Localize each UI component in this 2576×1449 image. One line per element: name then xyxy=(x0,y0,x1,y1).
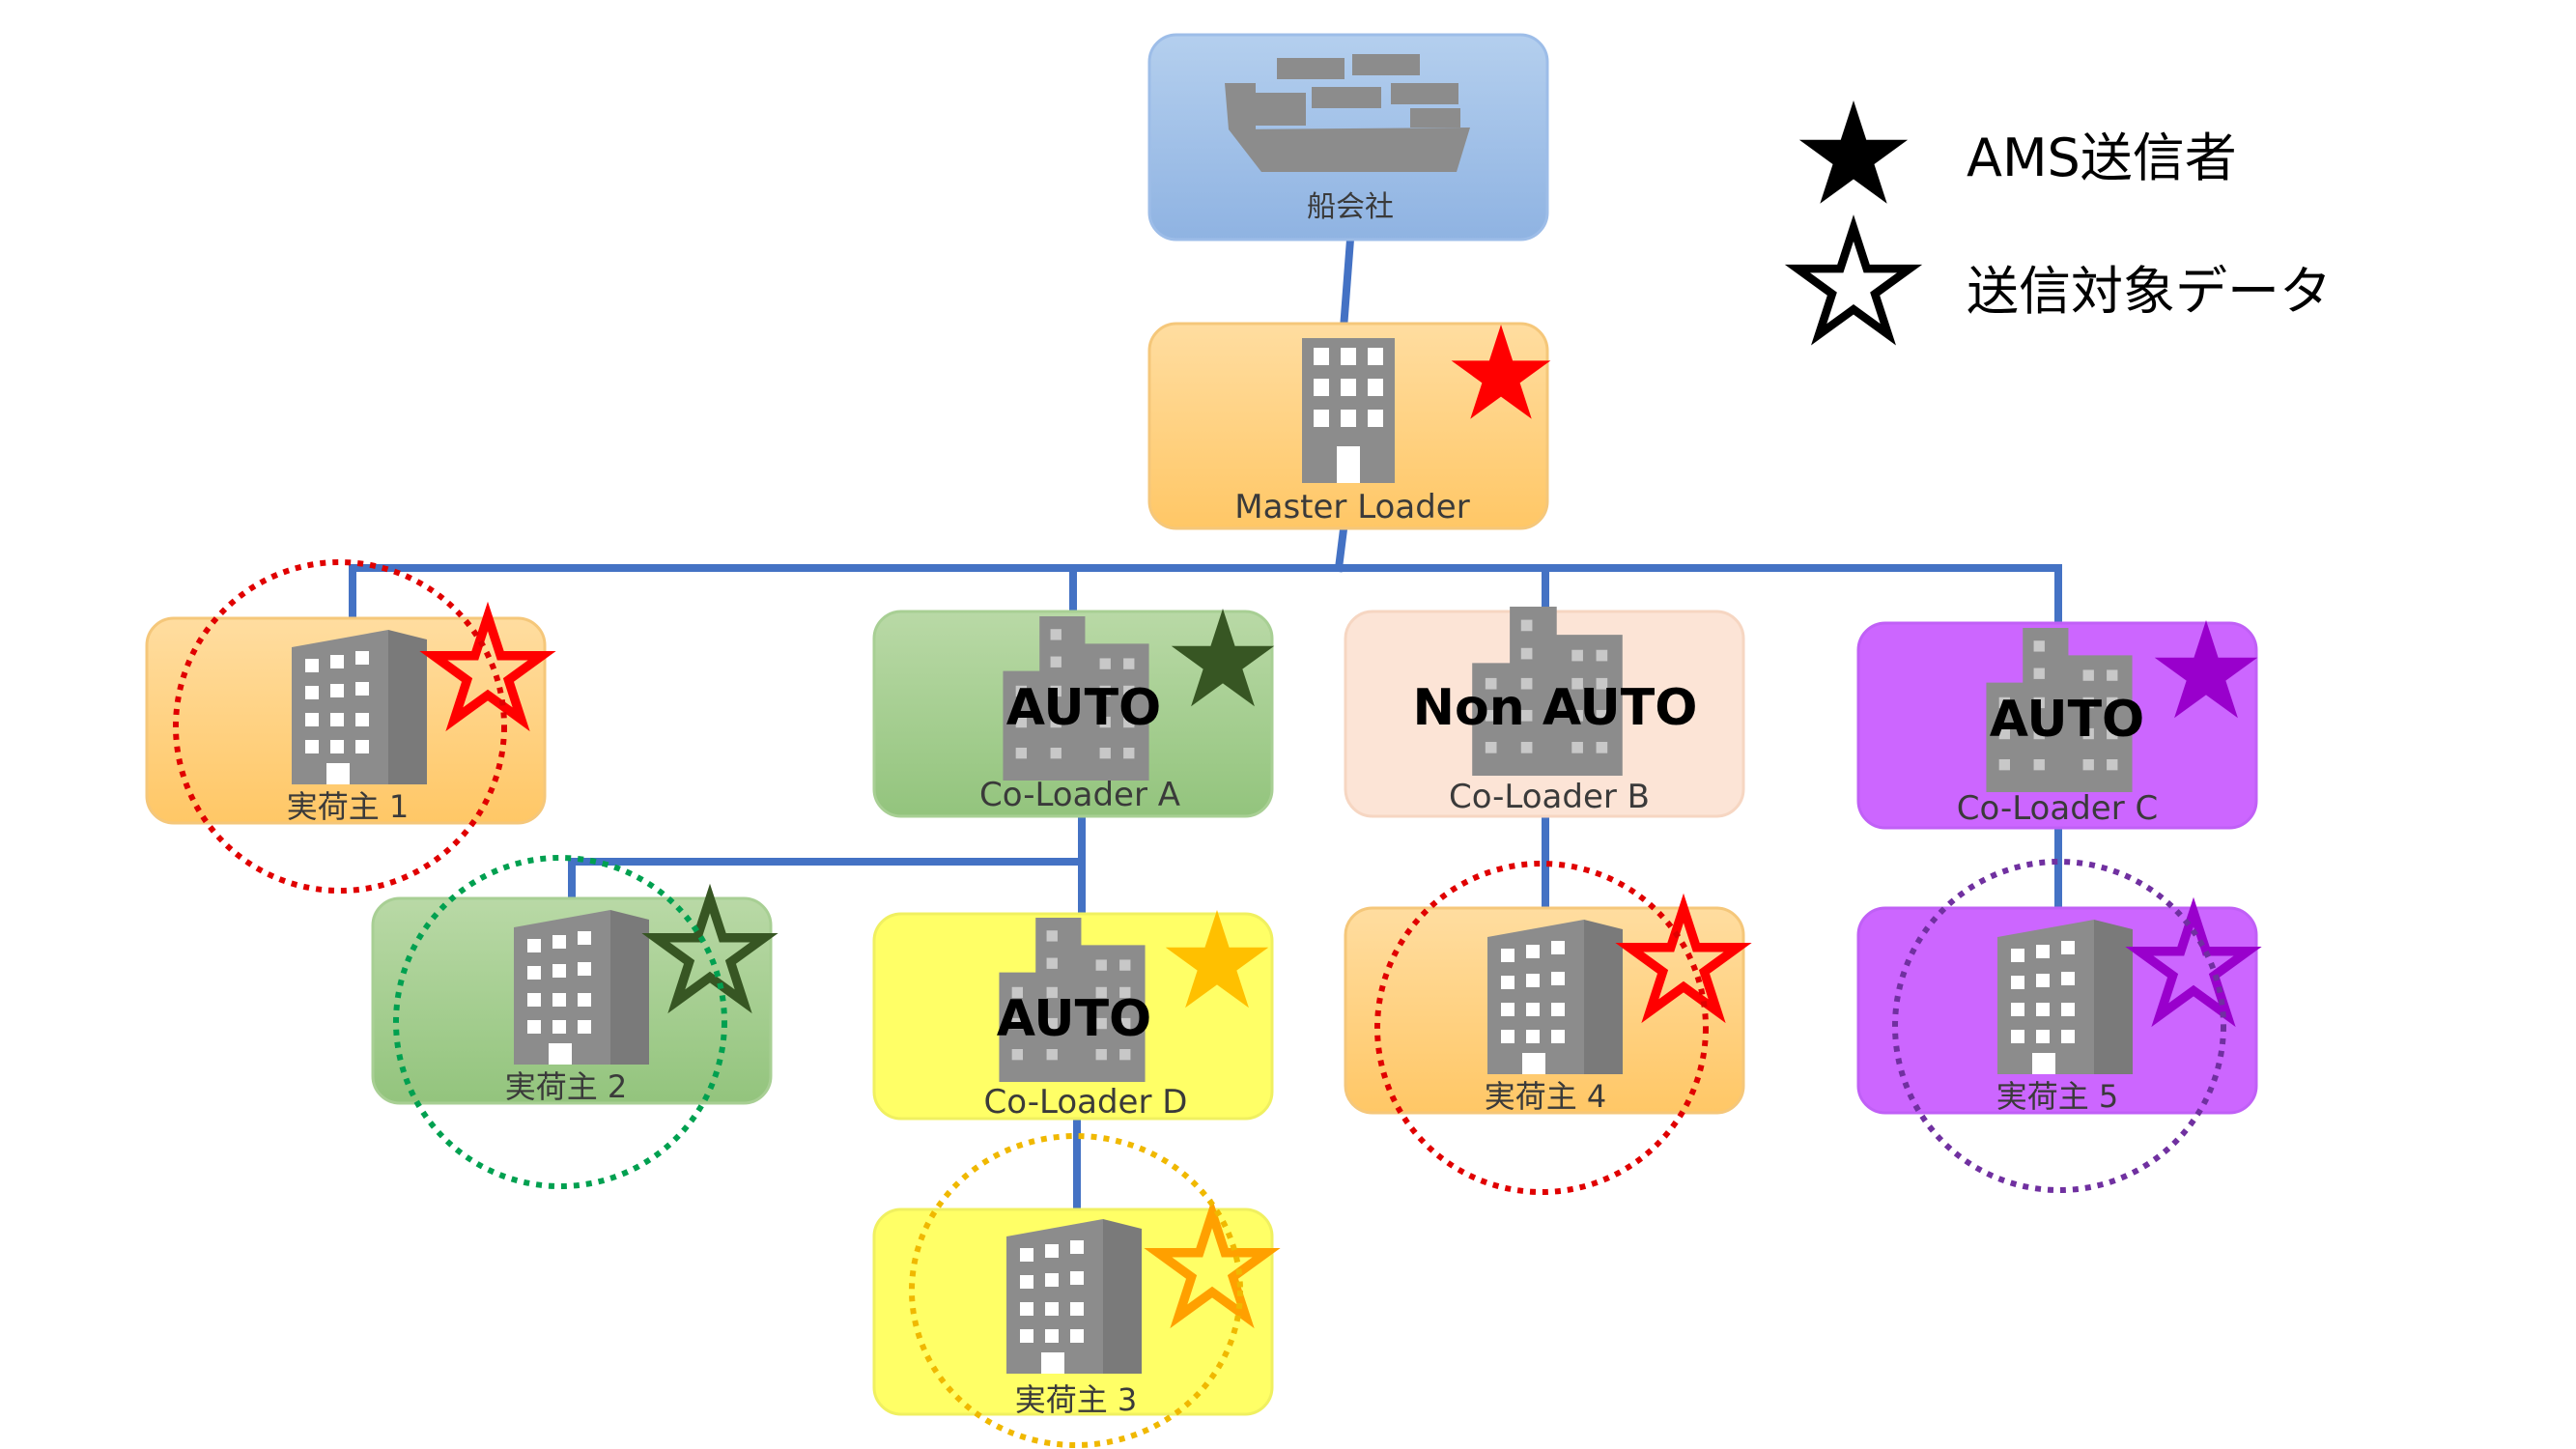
node-master-loader: Master Loader xyxy=(1147,322,1551,530)
dotted-circle-red xyxy=(173,559,507,894)
node-shipper-3: 実荷主 3 xyxy=(872,1133,1272,1448)
node-master-loader-label: Master Loader xyxy=(1234,488,1469,526)
node-coloader-c: AUTO Co-Loader C xyxy=(1856,620,2258,830)
connector-main-bus xyxy=(349,564,2062,630)
outline-star-icon xyxy=(1798,228,1910,334)
node-coloader-a-tag: AUTO xyxy=(1006,679,1162,737)
dotted-circle-red xyxy=(1374,861,1709,1195)
node-shipper-2: 実荷主 2 xyxy=(371,855,771,1189)
node-coloader-d: AUTO Co-Loader D xyxy=(872,910,1274,1122)
legend: AMS送信者 送信対象データ xyxy=(1798,100,2332,334)
node-coloader-c-label: Co-Loader C xyxy=(1957,789,2158,828)
node-coloader-b: Non AUTO Co-Loader B xyxy=(1344,607,1745,818)
node-carrier: 船会社 xyxy=(1147,33,1549,242)
node-coloader-d-label: Co-Loader D xyxy=(984,1083,1188,1122)
node-coloader-a-label: Co-Loader A xyxy=(979,776,1180,814)
legend-outline-star-label: 送信対象データ xyxy=(1967,261,2332,322)
node-coloader-a: AUTO Co-Loader A xyxy=(872,609,1275,818)
office-icon xyxy=(292,630,427,784)
connector-sub-shipper-2 xyxy=(568,858,1086,912)
node-shipper-5-label: 実荷主 5 xyxy=(1996,1078,2119,1115)
node-coloader-b-tag: Non AUTO xyxy=(1413,679,1698,737)
office-icon xyxy=(514,910,649,1065)
node-coloader-d-tag: AUTO xyxy=(997,990,1152,1048)
office-icon xyxy=(1487,920,1623,1074)
office-icon xyxy=(1006,1219,1142,1374)
dotted-circle-gold xyxy=(909,1133,1243,1448)
ship-icon xyxy=(1225,54,1470,172)
connector-lines xyxy=(349,235,2062,1219)
node-coloader-c-tag: AUTO xyxy=(1990,691,2145,749)
node-shipper-3-label: 実荷主 3 xyxy=(1015,1381,1138,1418)
node-shipper-4: 実荷主 4 xyxy=(1344,861,1743,1195)
building-icon xyxy=(1302,338,1395,483)
node-coloader-b-label: Co-Loader B xyxy=(1449,778,1650,816)
dotted-circle-purple xyxy=(1892,859,2226,1193)
filled-star-icon xyxy=(1798,100,1909,204)
node-shipper-5: 実荷主 5 xyxy=(1856,859,2256,1193)
node-carrier-label: 船会社 xyxy=(1307,190,1394,224)
connector-carrier-master xyxy=(1339,235,1355,333)
connector-master-bus xyxy=(1334,525,1348,573)
node-shipper-2-label: 実荷主 2 xyxy=(505,1068,628,1105)
legend-filled-star-label: AMS送信者 xyxy=(1967,128,2237,188)
node-shipper-1-label: 実荷主 1 xyxy=(287,788,410,825)
node-shipper-4-label: 実荷主 4 xyxy=(1485,1078,1607,1115)
office-icon xyxy=(1997,920,2133,1074)
node-shipper-1: 実荷主 1 xyxy=(145,559,545,894)
dotted-circle-green xyxy=(393,855,727,1189)
